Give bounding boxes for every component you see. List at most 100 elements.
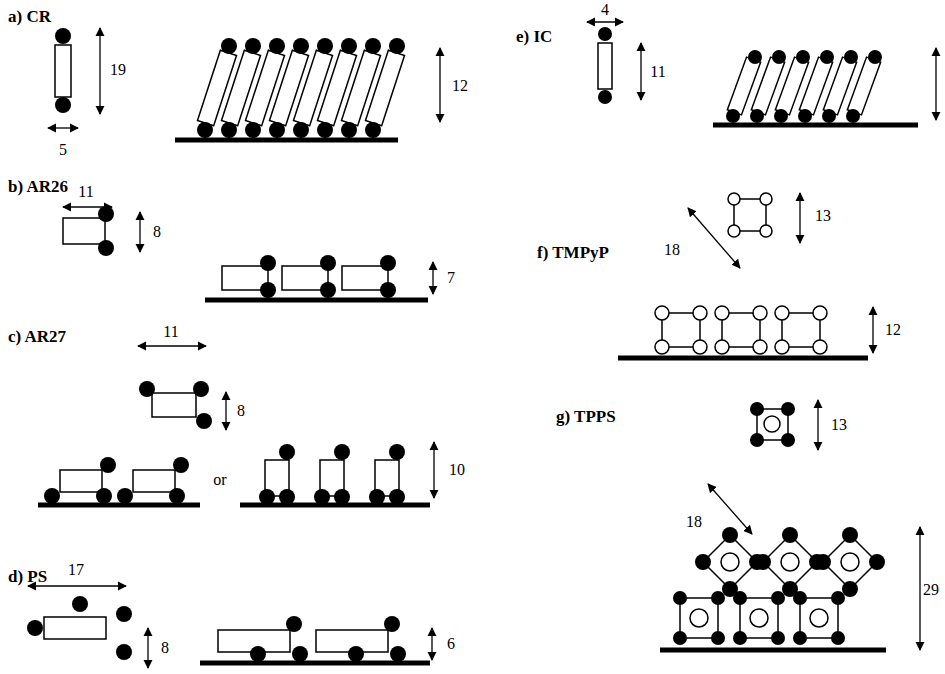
charged-group: [348, 646, 364, 662]
charged-group: [269, 38, 285, 54]
dimension-arrow: [63, 206, 112, 207]
molecule-body: [740, 598, 778, 638]
charged-group: [96, 488, 112, 504]
charged-group: [750, 433, 764, 447]
tilted-molecule: [847, 57, 880, 115]
open-group: [775, 306, 789, 320]
dimension-arrow: [431, 628, 432, 660]
dimension-label: 11: [76, 183, 95, 201]
porphyrin-core: [750, 609, 768, 627]
dimension-label: 10: [447, 461, 467, 479]
charged-group: [27, 620, 43, 636]
charged-group: [726, 109, 740, 123]
charged-group: [334, 489, 350, 505]
charged-group: [169, 488, 185, 504]
charged-group: [365, 38, 381, 54]
dimension-arrow: [817, 400, 818, 450]
charged-group: [842, 527, 858, 543]
charged-group: [55, 28, 71, 44]
charged-group: [98, 206, 114, 222]
dimension-label: 11: [648, 63, 667, 81]
porphyrin-core: [721, 553, 739, 571]
charged-group: [245, 122, 261, 138]
charged-group: [380, 282, 396, 298]
charged-group: [260, 255, 276, 271]
charged-group: [782, 527, 798, 543]
charged-group: [842, 581, 858, 597]
porphyrin-core: [690, 609, 708, 627]
dimension-arrow: [138, 345, 206, 346]
dimension-arrow: [48, 127, 78, 128]
charged-group: [369, 489, 385, 505]
charged-group: [193, 381, 209, 397]
dimension-arrow: [587, 21, 623, 22]
molecule-body: [44, 617, 106, 639]
panel-title: a) CR: [8, 8, 51, 27]
charged-group: [869, 554, 885, 570]
molecule-body: [60, 470, 102, 492]
dimension-arrow: [640, 43, 641, 100]
charged-group: [44, 488, 60, 504]
charged-group: [100, 457, 116, 473]
dimension-label: 18: [684, 513, 704, 531]
charged-group: [286, 616, 302, 632]
charged-group: [55, 97, 71, 113]
tilted-molecule: [365, 50, 404, 126]
porphyrin-core: [781, 553, 799, 571]
charged-group: [341, 38, 357, 54]
charged-group: [72, 596, 88, 612]
charged-group: [221, 122, 237, 138]
charged-group: [245, 38, 261, 54]
dimension-label: 18: [662, 241, 682, 259]
charged-group: [771, 631, 785, 645]
substrate-line: [660, 648, 886, 653]
dimension-label: 12: [883, 321, 903, 339]
charged-group: [831, 591, 845, 605]
panel-title: f) TMPyP: [537, 244, 609, 263]
charged-group: [320, 255, 336, 271]
charged-group: [820, 50, 834, 64]
charged-group: [317, 38, 333, 54]
panel-title: e) IC: [516, 28, 552, 47]
charged-group: [389, 489, 405, 505]
charged-group: [341, 122, 357, 138]
charged-group: [292, 646, 308, 662]
charged-group: [250, 646, 266, 662]
charged-group: [598, 27, 612, 41]
charged-group: [173, 457, 189, 473]
dimension-arrow: [872, 307, 873, 353]
charged-group: [711, 591, 725, 605]
dimension-arrow: [708, 484, 752, 534]
molecule-body: [152, 393, 196, 417]
charged-group: [389, 38, 405, 54]
dimension-arrow: [99, 28, 100, 114]
charged-group: [98, 240, 114, 256]
panel-title: g) TPPS: [556, 408, 616, 427]
open-group: [715, 306, 729, 320]
open-group: [753, 306, 767, 320]
dimension-label: 8: [235, 402, 247, 420]
charged-group: [384, 616, 400, 632]
dimension-label: 19: [108, 61, 128, 79]
open-group: [728, 225, 740, 237]
dimension-label: 8: [159, 639, 171, 657]
porphyrin-core: [810, 609, 828, 627]
dimension-arrow: [688, 208, 740, 268]
charged-group: [269, 122, 285, 138]
charged-group: [750, 109, 764, 123]
substrate-line: [618, 356, 868, 361]
charged-group: [822, 109, 836, 123]
charged-group: [293, 122, 309, 138]
substrate-line: [713, 123, 918, 128]
dimension-label: 17: [66, 561, 86, 579]
panel-title: d) PS: [8, 568, 47, 587]
dimension-label: 5: [57, 141, 69, 159]
charged-group: [116, 606, 132, 622]
charged-group: [781, 433, 795, 447]
charged-group: [722, 527, 738, 543]
charged-group: [774, 109, 788, 123]
open-group: [693, 340, 707, 354]
charged-group: [815, 554, 831, 570]
charged-group: [279, 489, 295, 505]
